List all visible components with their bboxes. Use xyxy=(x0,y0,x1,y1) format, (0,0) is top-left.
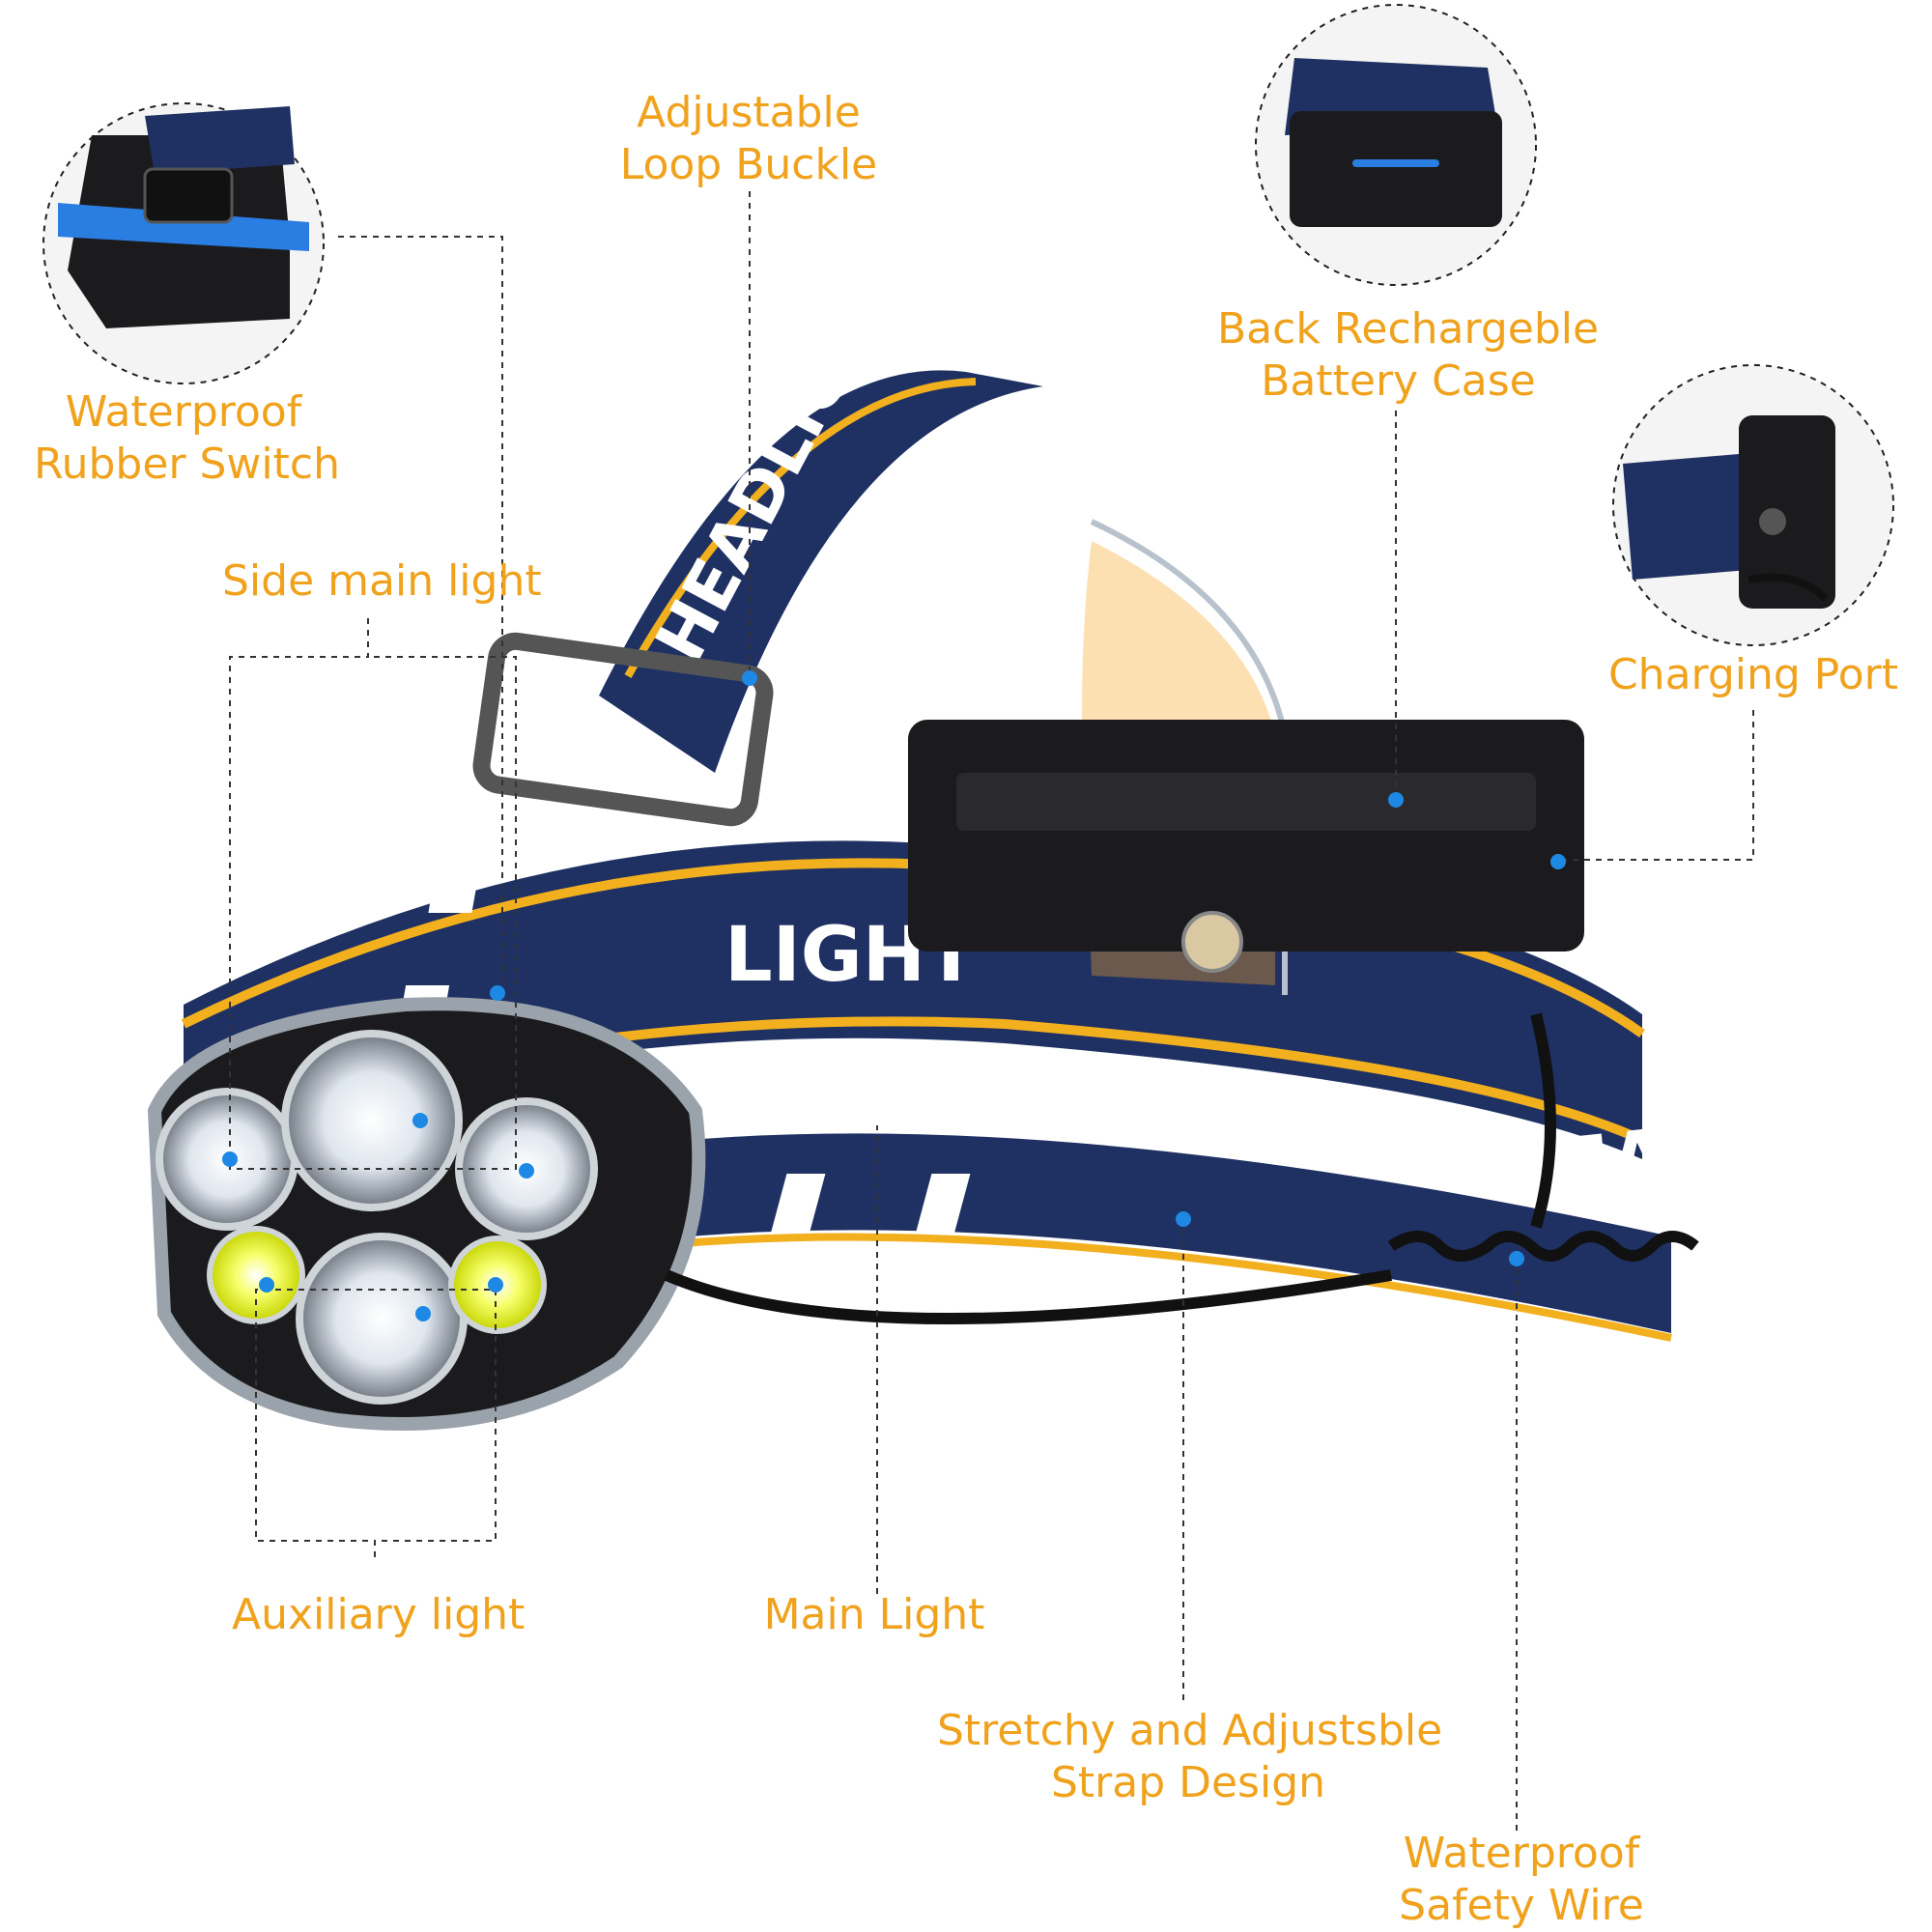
battery-case xyxy=(908,720,1584,973)
label-battery-case-line2: Battery Case xyxy=(1261,356,1536,406)
inset-charging-port-detail xyxy=(1612,364,1894,646)
main-light-top xyxy=(281,1030,463,1211)
label-safety-wire-line2: Safety Wire xyxy=(1399,1881,1644,1930)
safety-wire xyxy=(664,1012,1699,1324)
lamp-housing xyxy=(147,997,706,1431)
label-stretchy-strap-design: Stretchy and Adjustsble Strap Design xyxy=(937,1706,1443,1807)
strap-text-right: HEAD xyxy=(1495,1106,1732,1215)
inset-battery-detail xyxy=(1255,4,1537,286)
label-back-rechargeable-battery-case: Back Rechargeble xyxy=(1217,304,1600,354)
label-adjustable-loop-buckle: Adjustable Loop Buckle xyxy=(619,88,878,189)
callout-dots xyxy=(222,670,1566,1321)
main-light-bottom xyxy=(296,1233,468,1405)
auxiliary-light-left xyxy=(207,1226,305,1324)
label-main-light: Main Light xyxy=(763,1590,985,1639)
label-side-main-light: Side main light xyxy=(222,556,542,606)
callout-lines xyxy=(229,191,1754,1831)
label-waterproof-safety-wire: Waterproof xyxy=(1403,1829,1640,1878)
label-waterproof-rubber-switch: Waterproof Rubber Switch xyxy=(34,387,340,489)
loop-buckle xyxy=(472,632,774,827)
inset-switch-detail xyxy=(43,102,325,384)
label-auxiliary-light: Auxiliary light xyxy=(232,1590,526,1639)
label-charging-port: Charging Port xyxy=(1607,650,1899,699)
